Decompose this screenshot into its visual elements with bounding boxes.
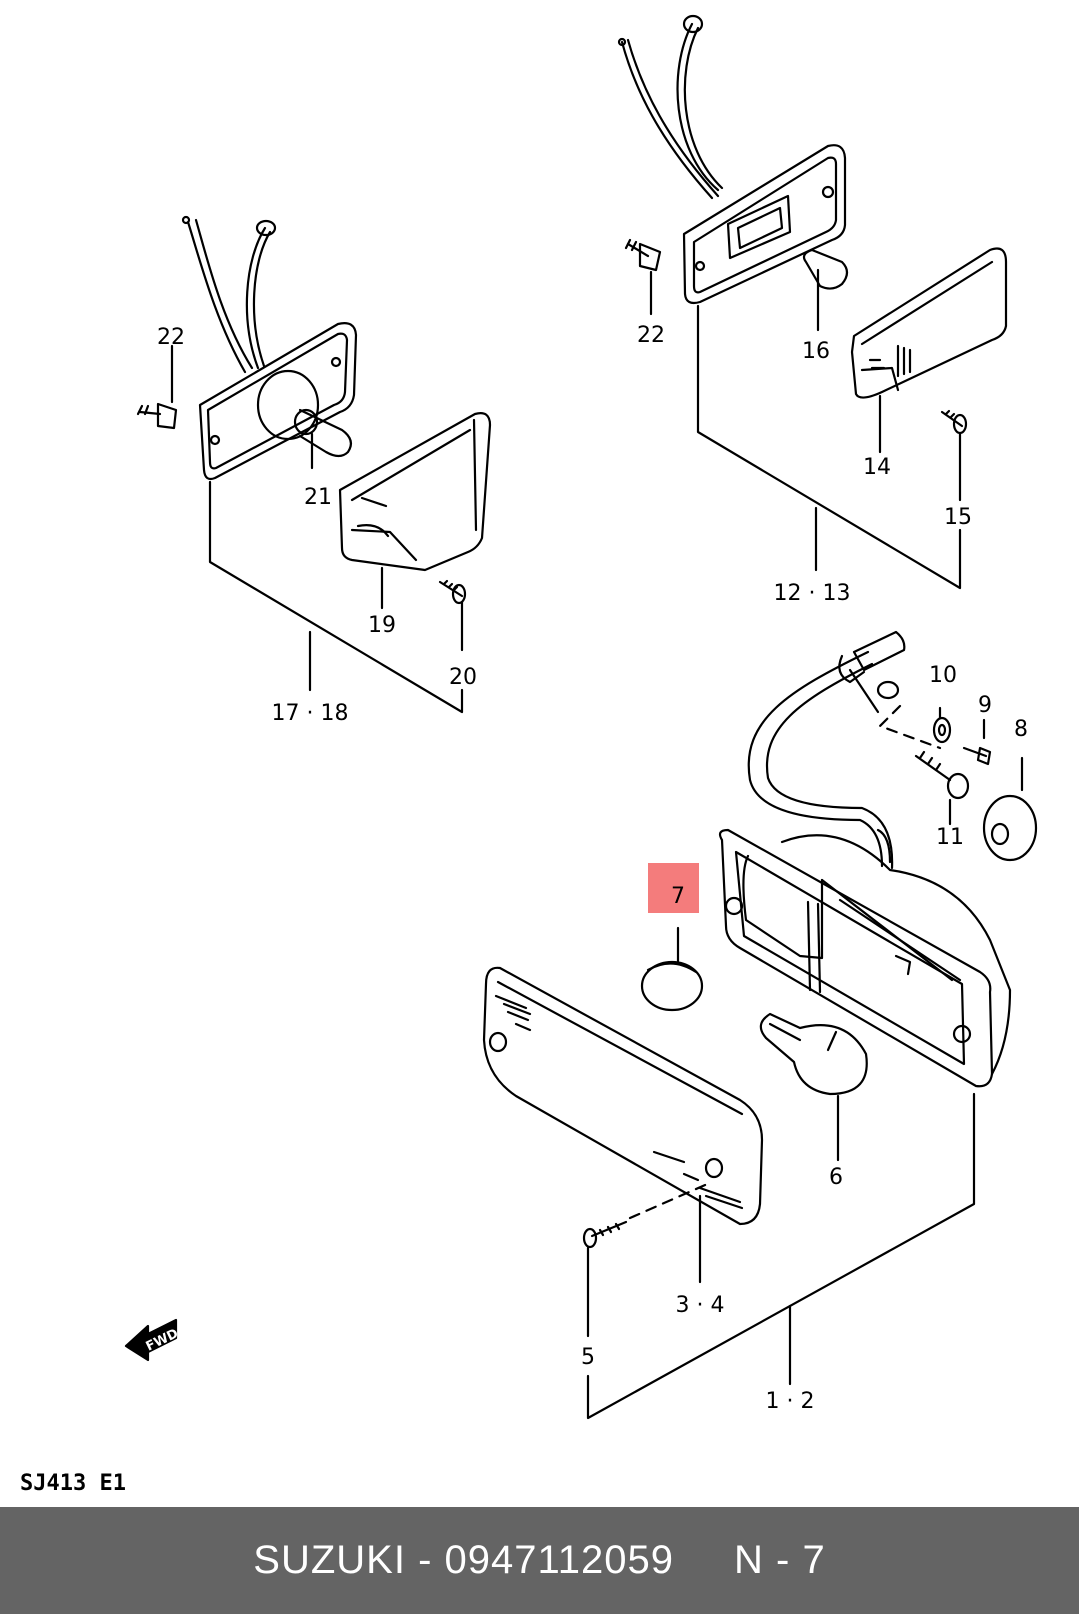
side-marker-lamp-left <box>181 215 358 481</box>
washer-10 <box>932 716 952 744</box>
label-part-20: 20 <box>449 665 477 690</box>
label-part-16: 16 <box>802 339 830 364</box>
label-part-9: 9 <box>978 693 992 718</box>
leaders-front <box>586 704 1024 1420</box>
label-part-19: 19 <box>368 613 396 638</box>
label-part-10: 10 <box>929 663 957 688</box>
harness-and-socket <box>747 630 906 870</box>
label-part-22-right: 22 <box>637 323 665 348</box>
fwd-arrow <box>124 1318 178 1362</box>
screw-22-right <box>624 238 662 272</box>
turn-lamp-lens <box>482 966 764 1226</box>
parts-diagram: 22 21 19 20 17 · 18 22 16 14 15 12 · 13 … <box>20 14 1038 1496</box>
side-marker-lamp-right <box>617 14 849 305</box>
label-part-12-13: 12 · 13 <box>774 581 851 606</box>
screw-5 <box>582 1220 628 1249</box>
label-part-11: 11 <box>936 825 964 850</box>
part-number-text: SUZUKI - 0947112059 <box>253 1538 675 1582</box>
label-part-6: 6 <box>829 1165 843 1190</box>
footer-bar: SUZUKI - 0947112059 N - 7 <box>0 1507 1079 1614</box>
label-part-8: 8 <box>1014 717 1028 742</box>
label-part-17-18: 17 · 18 <box>272 701 349 726</box>
side-marker-lens-right <box>850 247 1008 399</box>
label-part-14: 14 <box>863 455 891 480</box>
sheet-code: SJ413 E1 <box>20 1471 126 1496</box>
leaders-left <box>170 344 464 714</box>
leaders-right <box>649 268 962 590</box>
turn-lamp-housing <box>718 828 1012 1088</box>
screw-9 <box>962 746 992 766</box>
label-part-21: 21 <box>304 485 332 510</box>
label-part-22-left: 22 <box>157 325 185 350</box>
bolt-11 <box>914 750 970 800</box>
screw-15 <box>940 409 968 435</box>
screw-20 <box>438 579 467 605</box>
gasket-8 <box>982 794 1038 862</box>
bulb-7 <box>640 960 704 1012</box>
label-part-15: 15 <box>944 505 972 530</box>
label-part-7: 7 <box>671 884 685 909</box>
label-part-3-4: 3 · 4 <box>676 1293 725 1318</box>
screw-22-left <box>136 402 178 430</box>
reference-text: N - 7 <box>734 1538 826 1582</box>
side-marker-lens-left <box>338 412 492 572</box>
label-part-5: 5 <box>581 1345 595 1370</box>
bulb-6 <box>759 1012 868 1096</box>
highlight-box <box>648 863 699 913</box>
label-part-1-2: 1 · 2 <box>766 1389 815 1414</box>
